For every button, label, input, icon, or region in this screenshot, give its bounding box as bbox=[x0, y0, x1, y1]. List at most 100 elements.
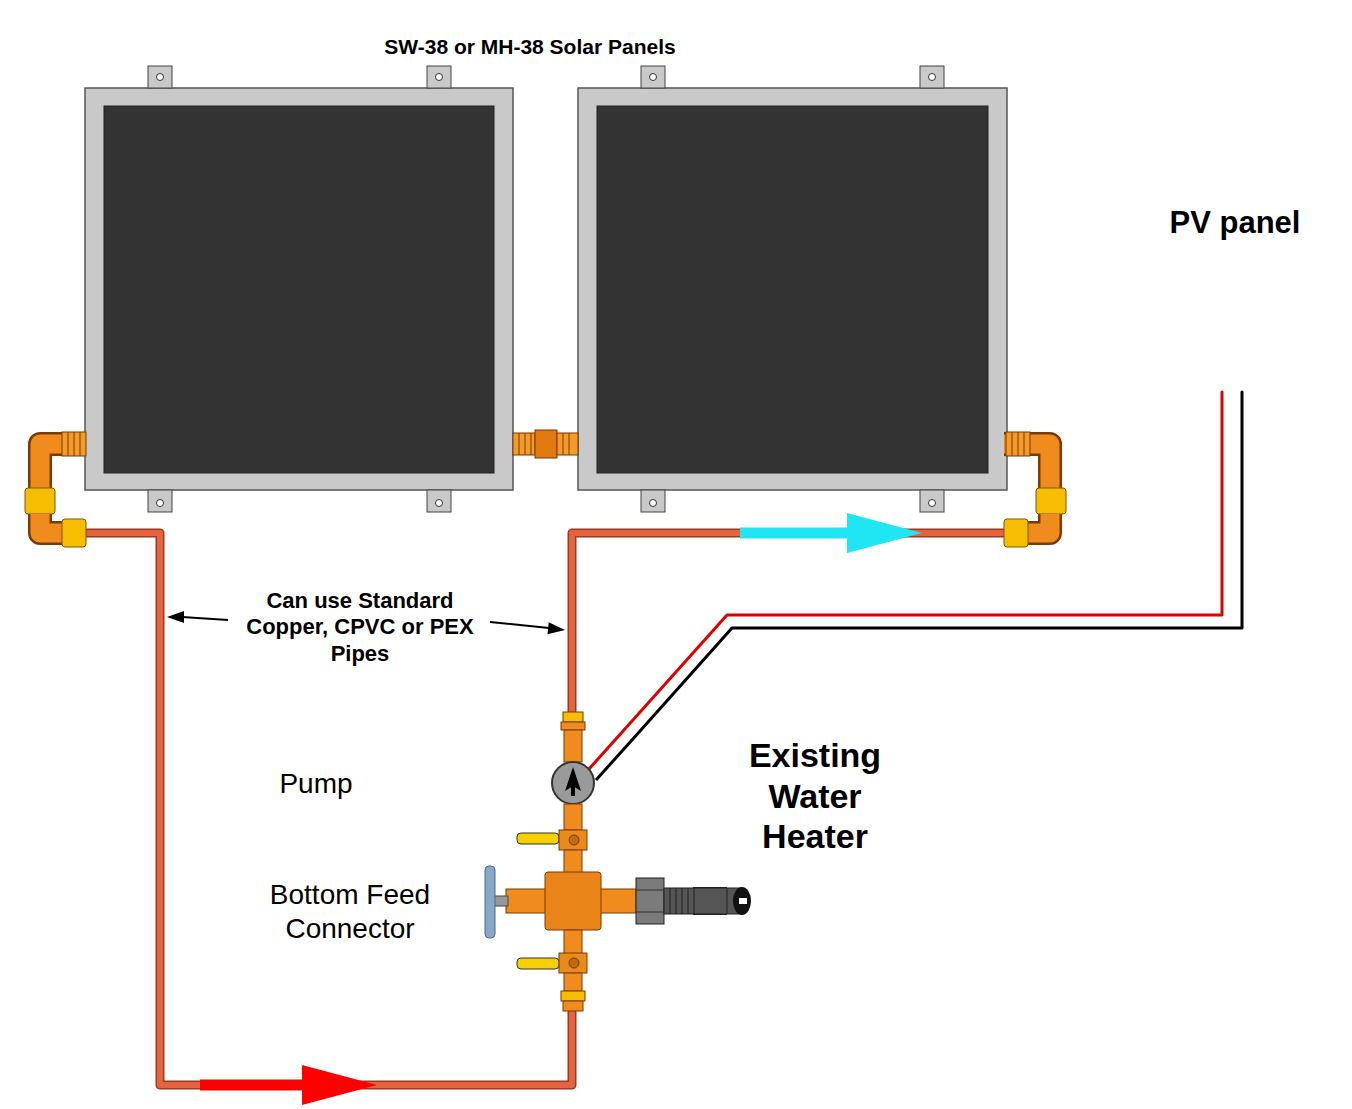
pipe-fitting-part bbox=[1004, 519, 1028, 547]
pipe-fitting-part bbox=[513, 433, 535, 455]
tank-nipple bbox=[693, 901, 727, 902]
leader-line-part bbox=[167, 611, 184, 623]
pipe-fitting-part bbox=[1036, 488, 1066, 514]
water-heater: Existing Water Heater bbox=[722, 638, 908, 920]
mounting-tab-part bbox=[148, 66, 172, 88]
mounting-tab bbox=[148, 66, 944, 512]
pv-stripe bbox=[1179, 345, 1283, 347]
pv-stripe bbox=[1179, 297, 1283, 299]
pipe-fitting-part bbox=[1012, 432, 1024, 456]
pv-stripe bbox=[1179, 301, 1283, 303]
pv-heading: PV panel bbox=[1150, 204, 1320, 241]
bottom-feed-valves-part bbox=[559, 830, 587, 850]
pv-stripe bbox=[1179, 313, 1283, 315]
bottom-feed-valves-part bbox=[664, 888, 694, 914]
pipe-fitting bbox=[25, 430, 1066, 547]
bottom-feed-valves bbox=[485, 804, 751, 1011]
pump-assembly-part bbox=[561, 722, 585, 730]
pv-stripe bbox=[1179, 325, 1283, 327]
bottom-feed-valves-part bbox=[564, 930, 582, 954]
flow-arrow-head bbox=[847, 513, 922, 553]
mounting-tab-part bbox=[920, 66, 944, 88]
return-pipe bbox=[572, 513, 1010, 740]
pipe-note: Can use Standard Copper, CPVC or PEX Pip… bbox=[239, 588, 481, 667]
pipe-fitting-part bbox=[62, 432, 86, 456]
pv-stripe bbox=[1179, 273, 1283, 275]
supply-pipe-stroke bbox=[80, 533, 572, 1085]
solar-panel bbox=[85, 88, 1007, 490]
bottom-feed-valves-part bbox=[545, 872, 601, 930]
bottom-feed-valves-part bbox=[494, 896, 508, 906]
heater-label: Existing Water Heater bbox=[722, 735, 908, 857]
pipe-fitting-part bbox=[535, 430, 557, 458]
pv-stripe bbox=[1179, 341, 1283, 343]
return-pipe-stroke bbox=[572, 533, 1010, 740]
pv-stripe bbox=[1179, 321, 1283, 323]
bottom-feed-valves-part bbox=[636, 878, 664, 924]
bottom-feed-valves-part bbox=[517, 833, 559, 844]
pv-stripe bbox=[1179, 305, 1283, 307]
pv-stripe bbox=[1179, 277, 1283, 279]
pv-cell-area bbox=[1177, 262, 1285, 383]
supply-pipe-stroke bbox=[80, 533, 572, 1085]
pv-stripe bbox=[1179, 269, 1283, 271]
leader-line-part bbox=[548, 622, 566, 634]
pipe-fitting-part bbox=[557, 433, 578, 455]
pv-stripe bbox=[1179, 293, 1283, 295]
band-label: Bottom Feed Connector bbox=[235, 878, 465, 945]
mounting-tab-part bbox=[650, 500, 657, 507]
mounting-tab-part bbox=[436, 74, 443, 81]
bottom-feed-valves-part bbox=[563, 1001, 583, 1011]
mounting-tab-part bbox=[641, 490, 665, 512]
solar-panel-part bbox=[578, 88, 1007, 490]
bottom-feed-valves-part bbox=[739, 898, 747, 904]
pv-stripe bbox=[1179, 369, 1283, 371]
band-fill bbox=[211, 817, 693, 983]
pv-stripe bbox=[1179, 285, 1283, 287]
pv-panel: PV panel bbox=[1150, 200, 1320, 392]
pipe-note-holder: Can use Standard Copper, CPVC or PEX Pip… bbox=[239, 588, 481, 667]
bottom-feed-valves-part bbox=[564, 973, 582, 991]
mounting-tab-part bbox=[650, 74, 657, 81]
pump-band: Pump bbox=[211, 740, 693, 817]
bottom-feed-valves-part bbox=[564, 804, 582, 830]
mounting-tab-part bbox=[920, 490, 944, 512]
mounting-tab-part bbox=[427, 490, 451, 512]
pump-assembly-part bbox=[563, 712, 583, 722]
pipe-fitting-part bbox=[563, 433, 569, 455]
mounting-tab-part bbox=[929, 74, 936, 81]
mounting-tab-part bbox=[157, 74, 164, 81]
tank-nipple-stroke bbox=[693, 887, 727, 915]
mounting-tab-part bbox=[929, 500, 936, 507]
solar-panel-part bbox=[104, 106, 494, 473]
pump-assembly-part bbox=[552, 762, 594, 804]
bottom-feed-valves-part bbox=[485, 866, 495, 938]
bottom-feed-valves-part bbox=[561, 991, 585, 1001]
pump-assembly-part bbox=[571, 786, 575, 796]
pipe-fitting-part bbox=[62, 519, 86, 547]
solar-panel-part bbox=[85, 88, 513, 490]
pv-stripe bbox=[1179, 317, 1283, 319]
pipe-fitting-part bbox=[25, 488, 55, 514]
connector-band: Bottom Feed Connector bbox=[211, 817, 693, 983]
pv-stripe bbox=[1179, 337, 1283, 339]
pv-stripe bbox=[1179, 377, 1283, 379]
flow-arrow-head bbox=[302, 1065, 377, 1105]
pump-assembly-part bbox=[596, 740, 632, 780]
pv-stripe bbox=[1179, 281, 1283, 283]
pump-assembly-part bbox=[564, 730, 582, 762]
pv-stripe bbox=[1179, 373, 1283, 375]
bottom-feed-valves-part bbox=[559, 953, 587, 973]
pipe-fitting-part bbox=[1006, 432, 1030, 456]
pv-stripe bbox=[1179, 357, 1283, 359]
leader-line-part bbox=[490, 622, 549, 628]
mounting-tab-part bbox=[148, 490, 172, 512]
pv-stripe bbox=[1179, 365, 1283, 367]
mounting-tab-part bbox=[427, 66, 451, 88]
flow-arrow-shaft bbox=[740, 528, 855, 539]
bottom-feed-valves-part bbox=[569, 958, 579, 968]
mounting-tab-part bbox=[641, 66, 665, 88]
bottom-feed-valves-part bbox=[636, 890, 664, 912]
